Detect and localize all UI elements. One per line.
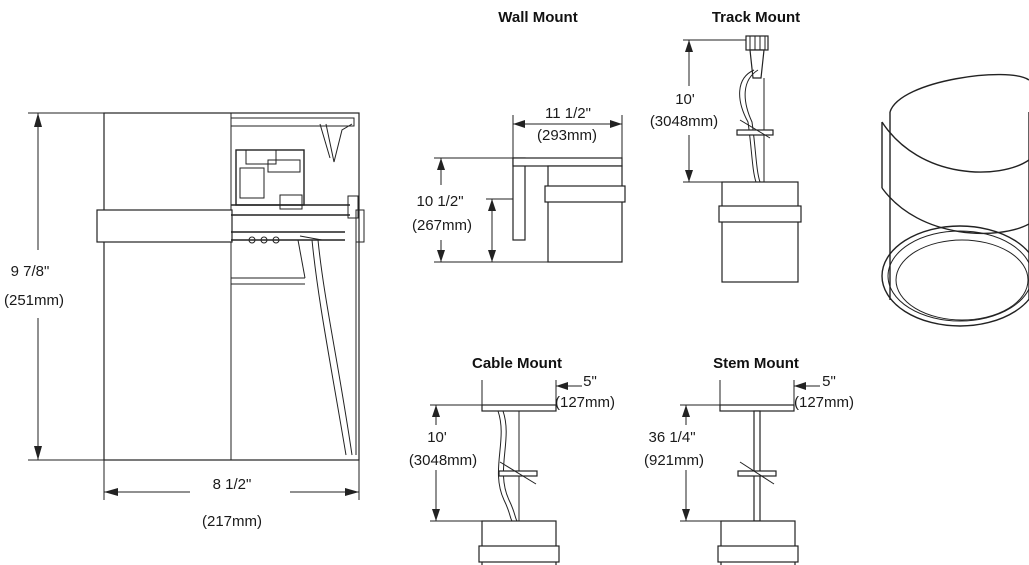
stem-length-in: 36 1/4"	[648, 429, 695, 446]
wall-width-in: 11 1/2"	[545, 105, 591, 122]
stem-canopy-mm: (127mm)	[794, 394, 854, 411]
stem-mount-drawing	[680, 380, 820, 565]
main-height-in: 9 7/8"	[11, 263, 50, 280]
track-mount-drawing	[683, 35, 802, 283]
band	[96, 209, 233, 243]
stem-mount-title: Stem Mount	[713, 355, 799, 372]
wall-height-in: 10 1/2"	[416, 193, 463, 210]
track-length-mm: (3048mm)	[650, 113, 718, 130]
perspective-fixture-view	[881, 73, 1029, 327]
main-height-mm: (251mm)	[4, 292, 64, 309]
wall-width-mm: (293mm)	[537, 127, 597, 144]
wall-mount-drawing	[434, 115, 626, 263]
wall-mount-title: Wall Mount	[498, 9, 577, 26]
cable-canopy-in: 5"	[583, 373, 597, 390]
track-mount-title: Track Mount	[712, 9, 800, 26]
main-fixture-view	[96, 112, 365, 461]
cable-length-in: 10'	[427, 429, 447, 446]
main-width-dimension	[103, 460, 360, 500]
main-height-dimension	[28, 112, 104, 461]
main-width-mm: (217mm)	[202, 513, 262, 530]
main-width-in: 8 1/2"	[213, 476, 252, 493]
cable-canopy-mm: (127mm)	[555, 394, 615, 411]
stem-length-mm: (921mm)	[644, 452, 704, 469]
cable-mount-title: Cable Mount	[472, 355, 562, 372]
track-length-in: 10'	[675, 91, 695, 108]
stem-canopy-in: 5"	[822, 373, 836, 390]
cable-mount-drawing	[430, 380, 582, 565]
wall-height-mm: (267mm)	[412, 217, 472, 234]
cable-length-mm: (3048mm)	[409, 452, 477, 469]
